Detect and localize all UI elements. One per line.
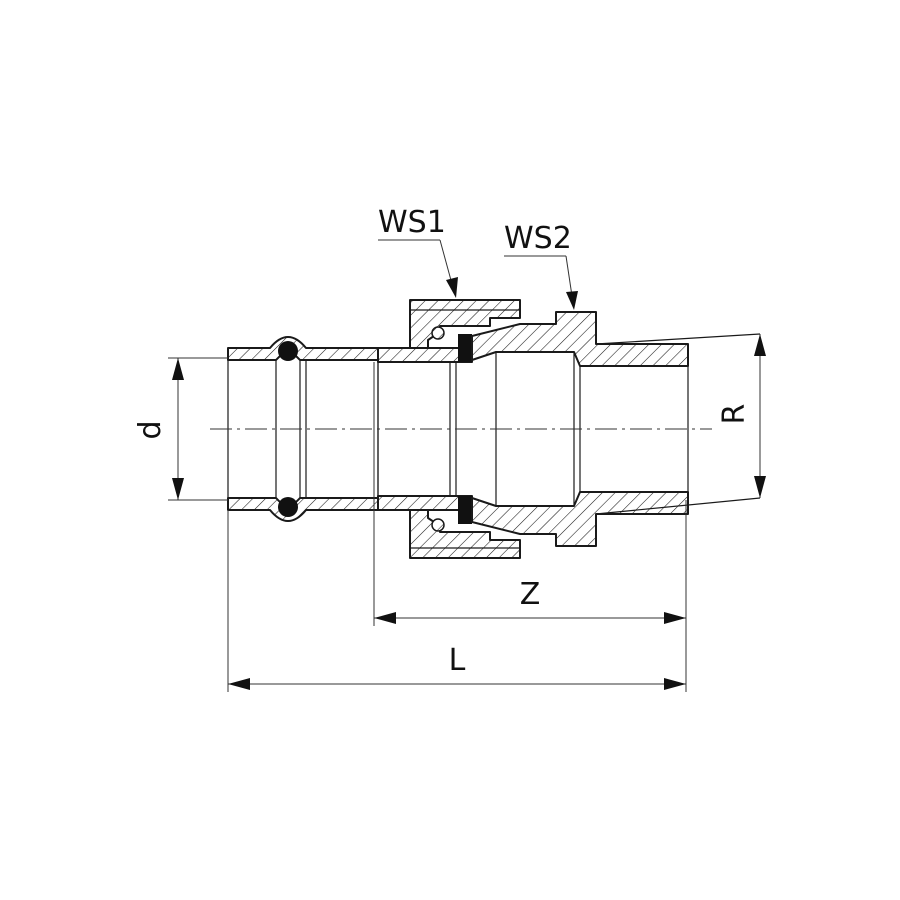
- label-ws1: WS1: [378, 205, 446, 240]
- flat-gasket-bottom: [458, 496, 472, 524]
- thread-tailpiece: [471, 311, 761, 547]
- dimension-z: [373, 362, 687, 692]
- label-r: R: [717, 404, 752, 425]
- flat-gasket-top: [458, 334, 472, 362]
- label-ws2: WS2: [504, 221, 572, 256]
- label-l: L: [449, 643, 466, 678]
- o-ring-bottom: [278, 497, 298, 517]
- nut-seal-top: [431, 326, 445, 340]
- nut-seal-bottom: [431, 518, 445, 532]
- dimension-r: [754, 334, 766, 498]
- dimension-d: [168, 357, 228, 501]
- union-nut: [409, 299, 521, 559]
- dimension-l: [227, 510, 686, 692]
- callout-ws2: [504, 255, 578, 310]
- label-z: Z: [520, 577, 541, 612]
- o-ring-top: [278, 341, 298, 361]
- callout-ws1: [378, 239, 458, 298]
- label-d: d: [133, 420, 168, 439]
